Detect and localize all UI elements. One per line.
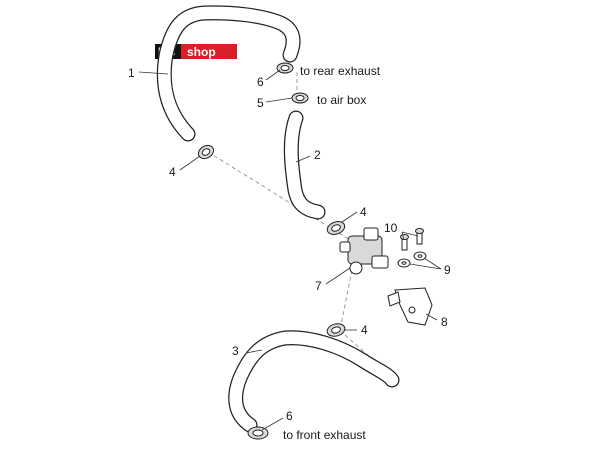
hose-2 xyxy=(283,110,326,220)
callout-4-middle: 4 xyxy=(360,205,367,219)
valve-7 xyxy=(339,227,389,275)
clamp-4-upper-left xyxy=(197,144,215,160)
callout-3: 3 xyxy=(232,344,239,358)
callout-7: 7 xyxy=(315,279,322,293)
callout-6-bottom: 6 xyxy=(286,409,293,423)
clip-6-bottom xyxy=(247,426,269,440)
screw-10-left xyxy=(400,234,409,251)
washer-9-left xyxy=(397,258,411,268)
callout-6-top: 6 xyxy=(257,75,264,89)
callout-5: 5 xyxy=(257,96,264,110)
callout-10: 10 xyxy=(384,221,398,235)
washer-9-right xyxy=(413,251,427,261)
screw-10-right xyxy=(415,228,424,245)
callout-8: 8 xyxy=(441,315,448,329)
callout-2: 2 xyxy=(314,148,321,162)
callout-4-lower: 4 xyxy=(361,323,368,337)
note-to-air-box: to air box xyxy=(317,93,366,107)
bracket-8 xyxy=(387,287,433,326)
callout-1: 1 xyxy=(128,66,135,80)
hose-1 xyxy=(156,5,301,142)
leader-lines xyxy=(138,69,442,431)
note-to-rear-exhaust: to rear exhaust xyxy=(300,64,381,78)
logo-shop-text: shop xyxy=(187,45,216,59)
logo-shop-box xyxy=(181,44,237,59)
dash-line-middle xyxy=(339,269,353,331)
clip-5 xyxy=(291,92,309,104)
note-to-front-exhaust: to front exhaust xyxy=(283,428,366,442)
clamp-4-lower xyxy=(326,323,346,337)
callout-4-upper-left: 4 xyxy=(169,165,176,179)
callout-9: 9 xyxy=(444,263,451,277)
clamp-4-middle xyxy=(326,221,346,235)
hose-3 xyxy=(228,330,400,433)
clip-6-top xyxy=(276,62,294,74)
